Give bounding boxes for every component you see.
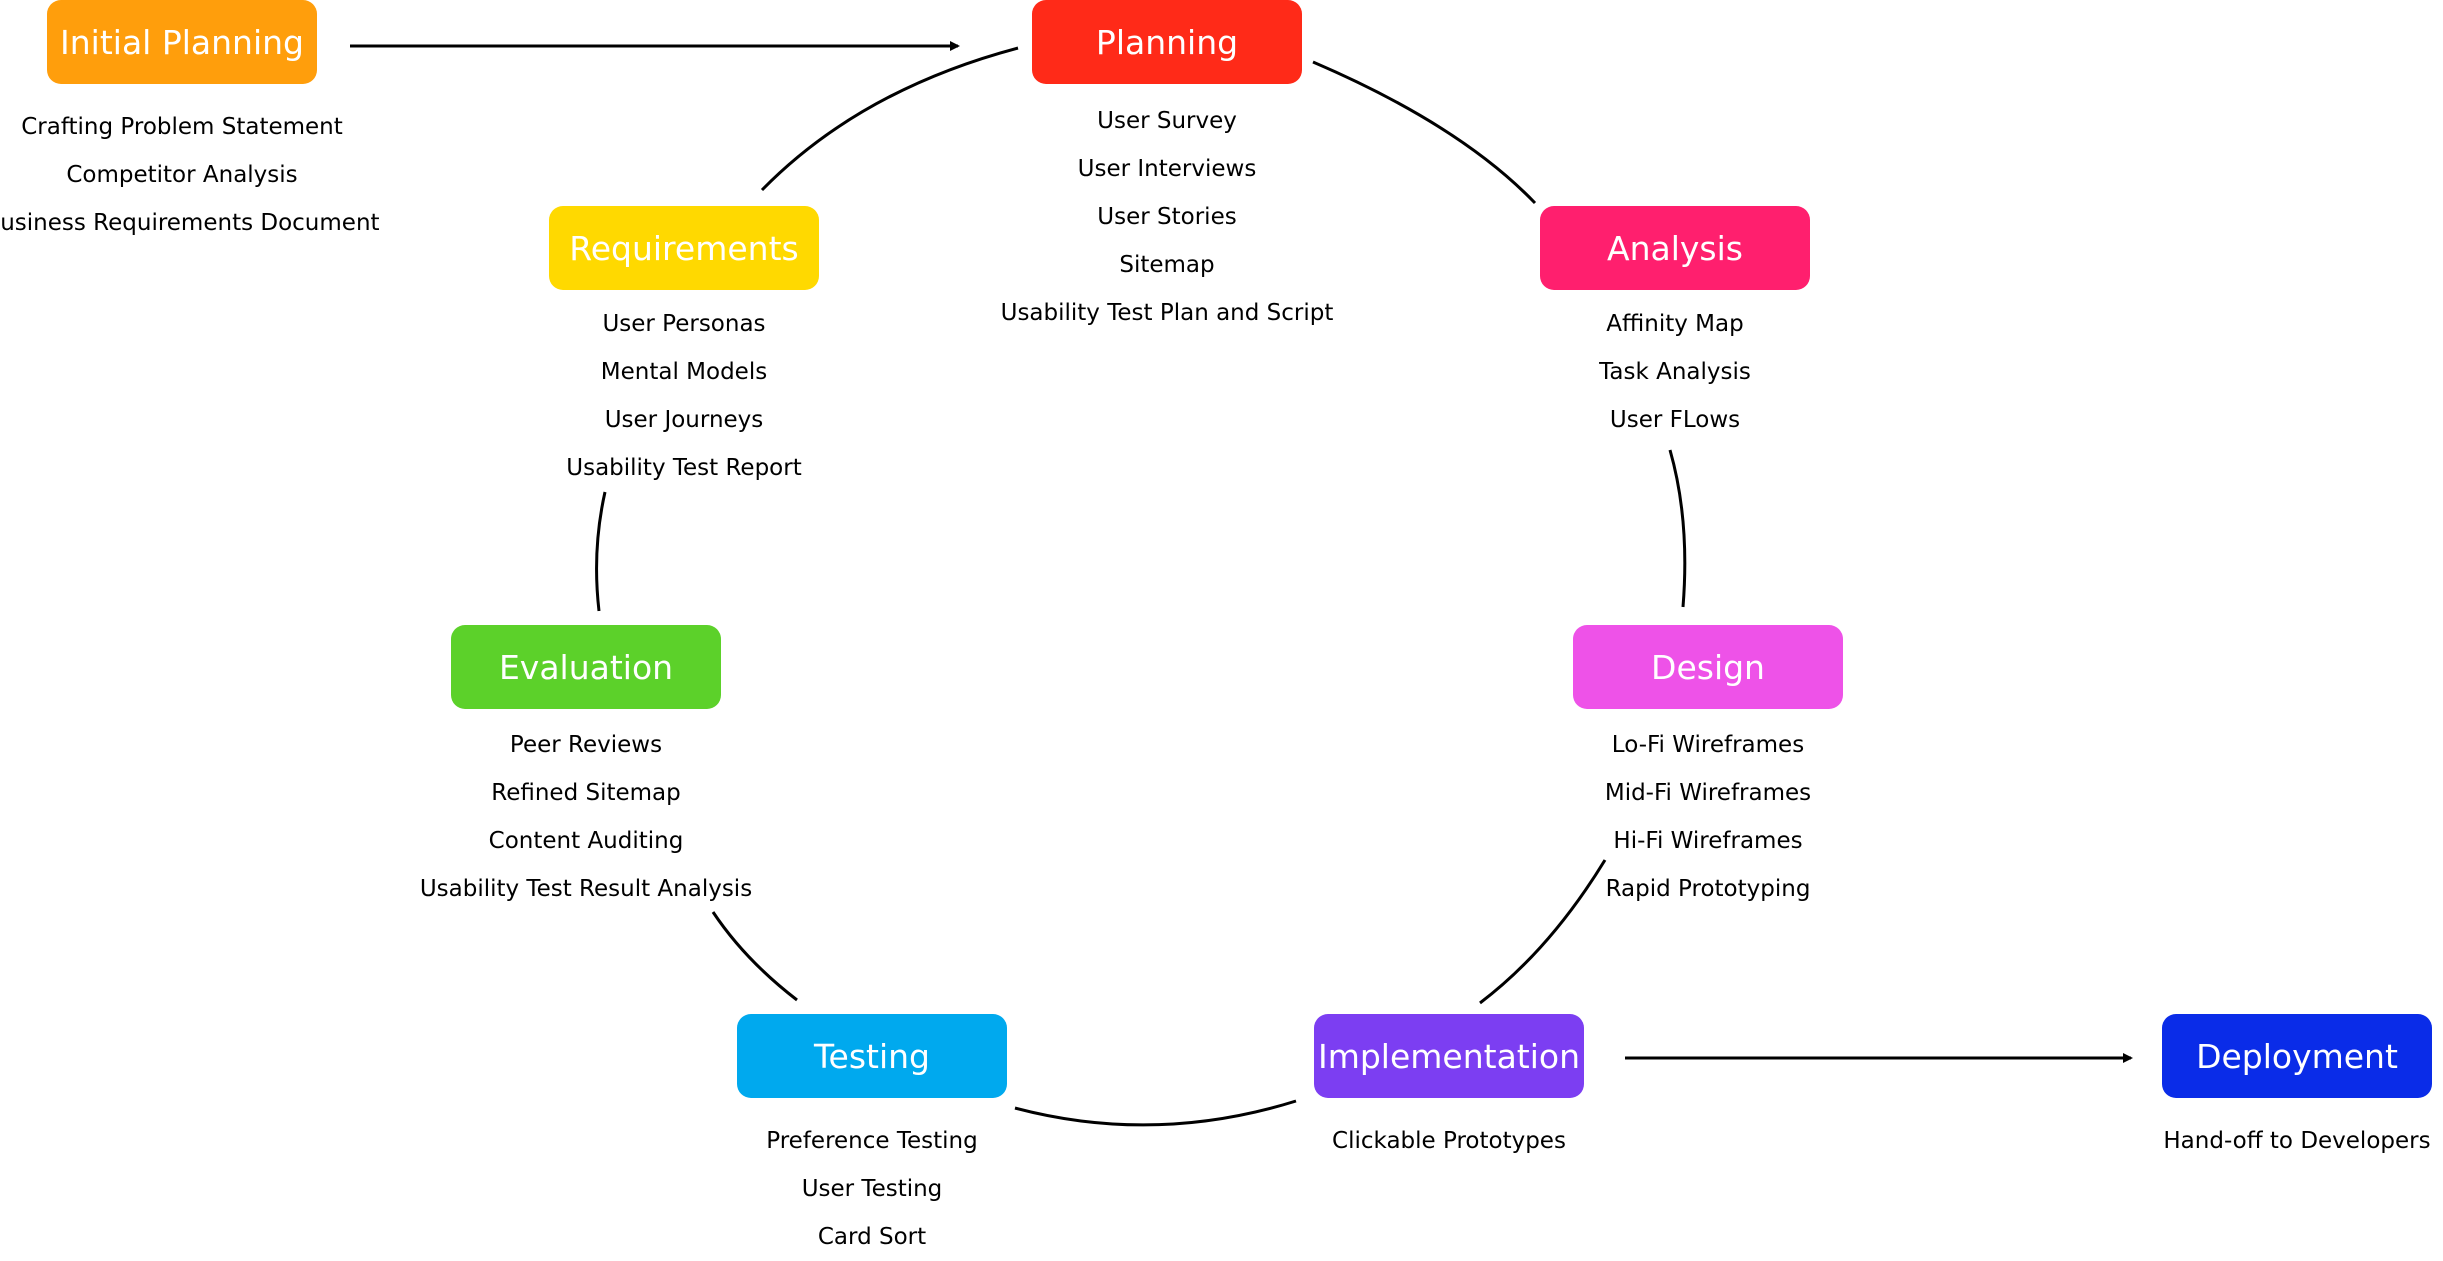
deployment-node: Deployment <box>2162 1014 2432 1098</box>
arc-evaluation-to-requirements <box>595 491 607 612</box>
list-item: Peer Reviews <box>509 732 663 758</box>
list-item: Mental Models <box>600 359 768 385</box>
list-item: Sitemap <box>1119 252 1215 278</box>
arc-implementation-to-testing <box>1014 1099 1297 1127</box>
list-item: Task Analysis <box>1599 359 1751 385</box>
arc-testing-to-evaluation <box>711 911 798 1002</box>
implementation-node: Implementation <box>1314 1014 1584 1098</box>
list-item: Usability Test Report <box>566 455 802 481</box>
analysis-node: Analysis <box>1540 206 1810 290</box>
implementation-label: Implementation <box>1317 1036 1581 1076</box>
initial-planning-node: Initial Planning <box>47 0 317 84</box>
list-item: User Stories <box>1097 204 1237 230</box>
list-item: Usability Test Result Analysis <box>419 876 753 902</box>
planning-label: Planning <box>1095 22 1239 62</box>
deployment-items: Hand-off to Developers <box>2067 1117 2443 1165</box>
list-item: User Journeys <box>604 407 764 433</box>
evaluation-label: Evaluation <box>498 647 674 687</box>
list-item: User Survey <box>1097 108 1237 134</box>
list-item: Rapid Prototyping <box>1605 876 1811 902</box>
list-item: Lo-Fi Wireframes <box>1611 732 1805 758</box>
list-item: Preference Testing <box>766 1128 978 1154</box>
list-item: User FLows <box>1609 407 1741 433</box>
list-item: Card Sort <box>817 1224 927 1250</box>
testing-node: Testing <box>737 1014 1007 1098</box>
list-item: Hand-off to Developers <box>2163 1128 2431 1154</box>
requirements-label: Requirements <box>569 228 799 268</box>
analysis-label: Analysis <box>1607 228 1743 268</box>
requirements-node: Requirements <box>549 206 819 290</box>
evaluation-node: Evaluation <box>451 625 721 709</box>
list-item: Hi-Fi Wireframes <box>1613 828 1803 854</box>
arc-planning-to-analysis <box>1312 60 1537 205</box>
planning-node: Planning <box>1032 0 1302 84</box>
list-item: Content Auditing <box>488 828 684 854</box>
list-item: Mid-Fi Wireframes <box>1604 780 1812 806</box>
list-item: Crafting Problem Statement <box>21 114 343 140</box>
deployment-label: Deployment <box>2196 1036 2398 1076</box>
list-item: Competitor Analysis <box>66 162 298 188</box>
list-item: User Personas <box>602 311 766 337</box>
list-item: Clickable Prototypes <box>1332 1128 1566 1154</box>
list-item: User Interviews <box>1077 156 1257 182</box>
implementation-items: Clickable Prototypes <box>1219 1117 1679 1165</box>
list-item: Affinity Map <box>1606 311 1744 337</box>
list-item: Usability Test Plan and Script <box>1000 300 1334 326</box>
arc-requirements-to-planning <box>760 46 1019 192</box>
design-label: Design <box>1651 647 1765 687</box>
arc-analysis-to-design <box>1668 449 1687 608</box>
list-item: User Testing <box>801 1176 943 1202</box>
list-item: Refined Sitemap <box>491 780 681 806</box>
arc-design-to-implementation <box>1479 859 1607 1005</box>
initial-planning-label: Initial Planning <box>60 22 304 62</box>
testing-label: Testing <box>813 1036 930 1076</box>
list-item: Business Requirements Document <box>0 210 380 236</box>
design-node: Design <box>1573 625 1843 709</box>
